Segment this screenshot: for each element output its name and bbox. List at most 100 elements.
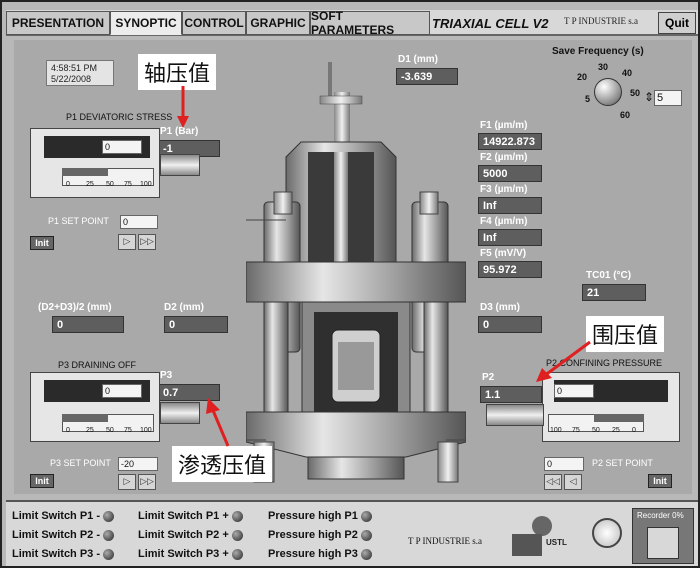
- tab-presentation[interactable]: PRESENTATION: [6, 11, 110, 35]
- knob-tick-50: 50: [630, 88, 641, 98]
- tab-control[interactable]: CONTROL: [182, 11, 246, 35]
- app-title: TRIAXIAL CELL V2: [432, 16, 549, 31]
- f1-label: F1 (µm/m): [480, 120, 528, 131]
- p3-scale-50: 50: [106, 427, 114, 434]
- p3-set-point-input[interactable]: -20: [118, 457, 158, 471]
- partner-logo-icon: USTL: [512, 516, 572, 556]
- recorder-button[interactable]: [647, 527, 679, 559]
- p3-label: P3: [160, 370, 173, 381]
- p2-set-point-input[interactable]: 0: [544, 457, 584, 471]
- play-icon: ▷: [123, 477, 131, 487]
- tab-synoptic[interactable]: SYNOPTIC: [110, 11, 182, 35]
- limit-switch-p1-plus: Limit Switch P1 +: [138, 510, 243, 522]
- annotation-confining-pressure: 围压值: [586, 316, 665, 352]
- p2-value: 1.1: [480, 386, 542, 403]
- limit-switch-p2-minus: Limit Switch P2 -: [12, 529, 115, 541]
- led-indicator-icon: [360, 510, 372, 522]
- limit-switch-p3-plus: Limit Switch P3 +: [138, 548, 243, 560]
- d3-label: D3 (mm): [480, 302, 521, 313]
- f3-label: F3 (µm/m): [480, 184, 528, 195]
- led-indicator-icon: [231, 510, 243, 522]
- save-frequency-knob[interactable]: [594, 78, 622, 106]
- p1-step-forward-button[interactable]: ▷: [118, 234, 136, 250]
- save-frequency-input[interactable]: 5: [654, 90, 682, 106]
- p1-title: P1 DEVIATORIC STRESS: [66, 112, 173, 122]
- f2-label: F2 (µm/m): [480, 152, 528, 163]
- d2-label: D2 (mm): [164, 302, 205, 313]
- led-indicator-icon: [103, 529, 115, 541]
- pressure-high-p2: Pressure high P2: [268, 529, 372, 541]
- clock-display: 4:58:51 PM 5/22/2008: [46, 60, 114, 86]
- tab-bar: PRESENTATION SYNOPTIC CONTROL GRAPHIC SO…: [6, 9, 698, 37]
- p1-init-button[interactable]: Init: [30, 236, 54, 250]
- brand-logo-top: T P INDUSTRIE s.a: [564, 16, 638, 26]
- tab-soft-parameters[interactable]: SOFT PARAMETERS: [310, 9, 430, 37]
- p3-value: 0.7: [158, 384, 220, 401]
- p2-scale-75: 75: [572, 427, 580, 434]
- arrow-axial-icon: [177, 86, 189, 128]
- p3-input[interactable]: 0: [102, 384, 142, 398]
- led-indicator-icon: [360, 529, 372, 541]
- p2-title: P2 CONFINING PRESSURE: [546, 358, 663, 368]
- p2-slider-fill: [594, 414, 644, 422]
- p1-fast-forward-button[interactable]: ▷▷: [138, 234, 156, 250]
- p2-step-back-button[interactable]: ◁: [564, 474, 582, 490]
- limit-switch-p3-minus: Limit Switch P3 -: [12, 548, 115, 560]
- p2-scale-25: 25: [612, 427, 620, 434]
- pressure-high-p3: Pressure high P3: [268, 548, 372, 560]
- f5-value: 95.972: [478, 261, 542, 278]
- p3-scale-100: 100: [140, 427, 152, 434]
- clock-time: 4:58:51 PM: [51, 63, 98, 73]
- tc01-value: 21: [582, 284, 646, 301]
- fast-rewind-icon: ◁◁: [546, 477, 560, 487]
- triaxial-cell-diagram: [246, 62, 466, 483]
- p3-piston-rod: [160, 402, 200, 424]
- led-indicator-icon: [103, 510, 115, 522]
- p3-init-button[interactable]: Init: [30, 474, 54, 488]
- p2-scale-0: 0: [632, 427, 636, 434]
- d23-value: 0: [52, 316, 124, 333]
- led-indicator-icon: [103, 548, 115, 560]
- synoptic-panel: 4:58:51 PM 5/22/2008: [14, 40, 692, 494]
- p3-step-forward-button[interactable]: ▷: [118, 474, 136, 490]
- p3-scale-25: 25: [86, 427, 94, 434]
- limit-switch-p2-plus: Limit Switch P2 +: [138, 529, 243, 541]
- d1-label: D1 (mm): [398, 54, 439, 65]
- d23-label: (D2+D3)/2 (mm): [38, 302, 112, 313]
- p2-set-point-label: P2 SET POINT: [592, 458, 653, 468]
- f4-label: F4 (µm/m): [480, 216, 528, 227]
- led-indicator-icon: [231, 548, 243, 560]
- p2-scale-100: 100: [550, 427, 562, 434]
- p1-scale-100: 100: [140, 181, 152, 188]
- knob-tick-40: 40: [622, 68, 633, 78]
- f2-value: 5000: [478, 165, 542, 182]
- p2-input[interactable]: 0: [554, 384, 594, 398]
- recorder-label: Recorder 0%: [637, 511, 684, 520]
- pressure-high-p1: Pressure high P1: [268, 510, 372, 522]
- quit-button[interactable]: Quit: [658, 12, 696, 34]
- play-icon: ▷: [123, 237, 131, 247]
- p1-set-point-label: P1 SET POINT: [48, 216, 109, 226]
- knob-tick-5: 5: [585, 94, 591, 104]
- d3-value: 0: [478, 316, 542, 333]
- recorder-panel: Recorder 0%: [632, 508, 694, 564]
- tab-graphic[interactable]: GRAPHIC: [246, 11, 310, 35]
- p2-fast-rewind-button[interactable]: ◁◁: [544, 474, 562, 490]
- status-bar: Limit Switch P1 - Limit Switch P1 + Pres…: [6, 500, 698, 566]
- fast-forward-icon: ▷▷: [140, 477, 154, 487]
- p1-input[interactable]: 0: [102, 140, 142, 154]
- tc01-label: TC01 (°C): [586, 270, 632, 281]
- spinner-arrows-icon[interactable]: ⇕: [644, 90, 655, 104]
- arrow-drainage-icon: [206, 398, 230, 447]
- p1-scale-50: 50: [106, 181, 114, 188]
- knob-tick-30: 30: [598, 62, 609, 72]
- p3-fast-forward-button[interactable]: ▷▷: [138, 474, 156, 490]
- p2-init-button[interactable]: Init: [648, 474, 672, 488]
- f3-value: Inf: [478, 197, 542, 214]
- f5-label: F5 (mV/V): [480, 248, 527, 259]
- university-seal-icon: [592, 518, 622, 548]
- p1-set-point-input[interactable]: 0: [120, 215, 158, 229]
- f1-value: 14922.873: [478, 133, 542, 150]
- p1-slider-fill: [62, 168, 108, 176]
